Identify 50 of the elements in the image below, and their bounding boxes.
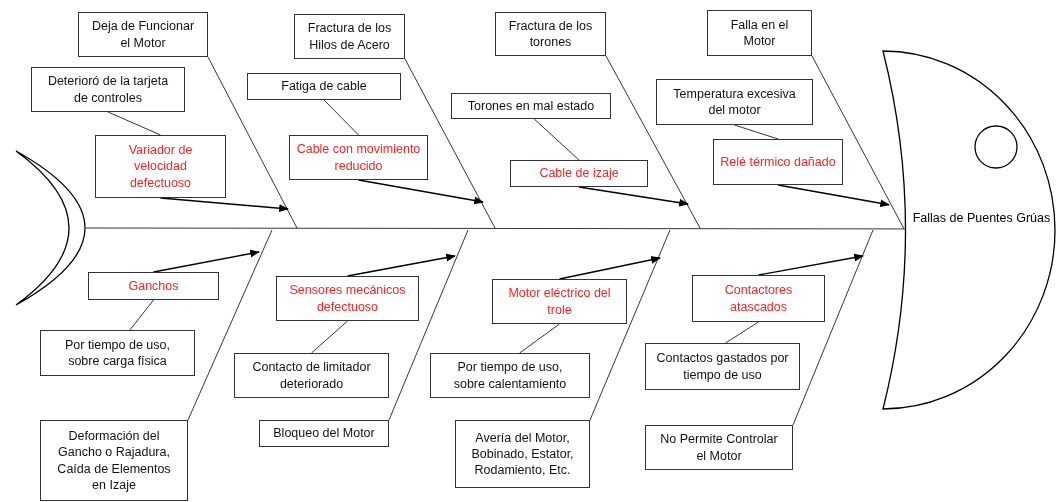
branch-line [589, 229, 671, 421]
sub-cause-box: Contactos gastados por tiempo de uso [645, 343, 800, 390]
sub-cause-box: Fractura de los Hilos de Acero [294, 14, 405, 59]
connector-line [323, 99, 359, 136]
arrow [578, 186, 689, 207]
cause-box: Motor eléctrico del trole [492, 279, 627, 324]
sub-cause-box: Falla en el Motor [707, 10, 812, 56]
cause-box: Ganchos [88, 272, 219, 300]
sub-cause-box: Avería del Motor, Bobinado, Estator, Rodamiento, Etc. [455, 420, 590, 488]
connector-line [311, 320, 348, 354]
sub-cause-box: Fatiga de cable [247, 73, 401, 100]
sub-cause-box: Bloqueo del Motor [259, 420, 389, 447]
branch-line [388, 229, 469, 421]
branch-line [404, 58, 496, 229]
sub-cause-box: Por tiempo de uso, sobre carga física [40, 330, 195, 376]
cause-box: Relé térmico dañado [713, 139, 843, 185]
arrow [152, 249, 260, 273]
branch-line [605, 55, 701, 229]
arrow [346, 253, 456, 277]
fish-tail-drawing [14, 150, 86, 306]
branch-line [792, 229, 874, 426]
connector-line [533, 118, 580, 161]
connector-line [519, 323, 560, 354]
head-label: Fallas de Puentes Grúas [911, 210, 1052, 227]
sub-cause-box: Contacto de limitador deteriorado [234, 353, 389, 398]
sub-cause-box: Deterioró de la tarjeta de controles [31, 67, 185, 112]
arrow [757, 253, 864, 276]
sub-cause-box: Torones en mal estado [451, 93, 611, 119]
branch-line [207, 56, 298, 229]
connector-line [725, 321, 759, 344]
sub-cause-box: No Permite Controlar el Motor [645, 425, 793, 470]
cause-box: Cable con movimiento reducido [289, 135, 428, 180]
connector-line [129, 299, 154, 331]
cause-box: Variador de velocidad defectuoso [95, 135, 226, 198]
arrow [777, 184, 890, 208]
sub-cause-box: Temperatura excesiva del motor [656, 79, 813, 125]
sub-cause-box: Deja de Funcionar el Motor [78, 12, 208, 57]
sub-cause-box: Fractura de los torones [495, 12, 606, 56]
cause-box: Contactores atascados [692, 275, 825, 322]
cause-box: Sensores mecánicos defectuoso [276, 276, 419, 321]
connector-line [734, 124, 779, 140]
arrow [558, 255, 661, 280]
spine-line [85, 227, 906, 230]
sub-cause-box: Por tiempo de uso, sobre calentamiento [430, 353, 590, 398]
spine-line [811, 55, 905, 230]
sub-cause-box: Deformación del Gancho o Rajadura, Caída de Elementos en Izaje [40, 420, 188, 501]
branch-line [187, 229, 273, 421]
connector-line [107, 111, 161, 136]
cause-box: Cable de izaje [510, 160, 648, 187]
arrow [357, 179, 484, 205]
